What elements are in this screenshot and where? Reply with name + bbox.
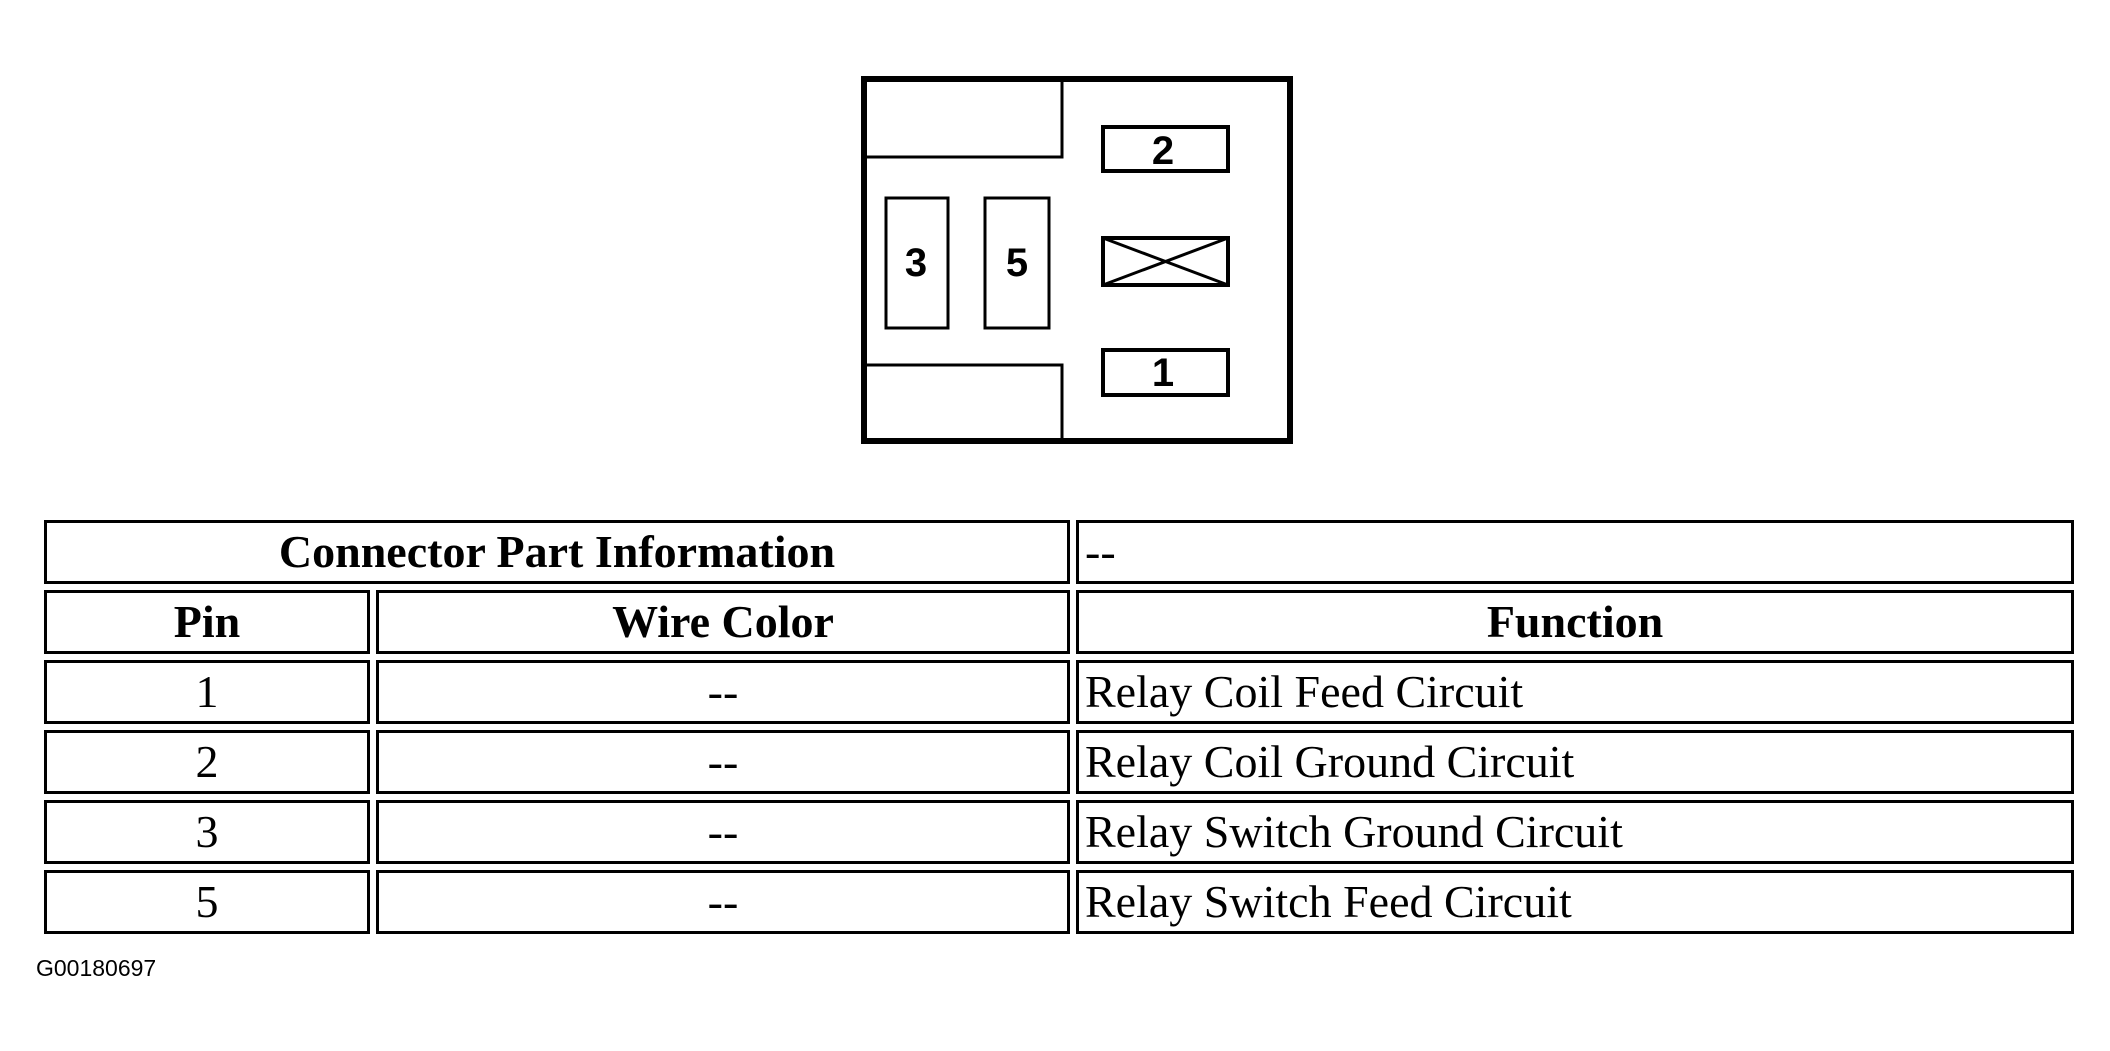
function-cell: Relay Coil Ground Circuit	[1076, 730, 2074, 794]
pin-3-label: 3	[905, 241, 927, 285]
part-info-row: Connector Part Information --	[44, 520, 2074, 584]
pin-cell: 1	[44, 660, 370, 724]
table-row: 3 -- Relay Switch Ground Circuit	[44, 800, 2074, 864]
pin-5-cavity	[983, 196, 1051, 330]
figure-id: G00180697	[36, 955, 157, 981]
pin-cell: 3	[44, 800, 370, 864]
wire-color-cell: --	[376, 870, 1070, 934]
pin-assignment-table: Connector Part Information -- Pin Wire C…	[38, 514, 2080, 940]
table-row: 1 -- Relay Coil Feed Circuit	[44, 660, 2074, 724]
function-cell: Relay Switch Ground Circuit	[1076, 800, 2074, 864]
header-row: Pin Wire Color Function	[44, 590, 2074, 654]
pin-cell: 2	[44, 730, 370, 794]
pin-2-cavity	[1101, 125, 1230, 173]
wire-color-cell: --	[376, 730, 1070, 794]
function-cell: Relay Switch Feed Circuit	[1076, 870, 2074, 934]
function-cell: Relay Coil Feed Circuit	[1076, 660, 2074, 724]
pin-1-cavity	[1101, 348, 1230, 397]
x-box-icon	[1101, 236, 1230, 287]
wire-color-column-header: Wire Color	[376, 590, 1070, 654]
table-row: 5 -- Relay Switch Feed Circuit	[44, 870, 2074, 934]
pin-3-cavity	[884, 196, 950, 330]
connector-face-diagram: 2 1 3 5	[861, 76, 1293, 444]
pin-2-label: 2	[1152, 129, 1174, 173]
connector-housing	[861, 76, 1293, 444]
table-row: 2 -- Relay Coil Ground Circuit	[44, 730, 2074, 794]
pin-5-label: 5	[1006, 241, 1028, 285]
wire-color-cell: --	[376, 660, 1070, 724]
upper-notch	[864, 79, 1064, 159]
pin-1-label: 1	[1152, 351, 1174, 395]
function-column-header: Function	[1076, 590, 2074, 654]
wire-color-cell: --	[376, 800, 1070, 864]
part-info-value: --	[1076, 520, 2074, 584]
part-info-label: Connector Part Information	[44, 520, 1070, 584]
pin-column-header: Pin	[44, 590, 370, 654]
lower-notch	[864, 363, 1064, 441]
pin-cell: 5	[44, 870, 370, 934]
